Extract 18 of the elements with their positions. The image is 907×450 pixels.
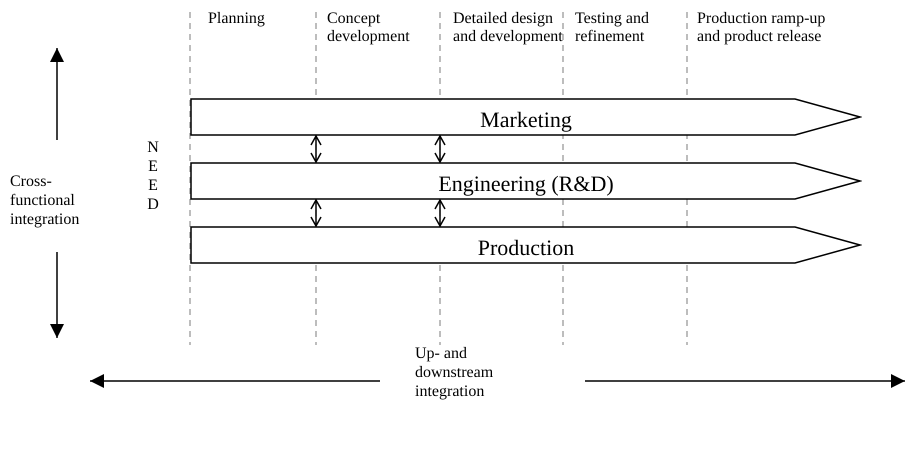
double-arrow <box>434 199 446 227</box>
phase-label: Detailed design and development <box>453 10 563 46</box>
arrow-band <box>190 98 862 136</box>
double-arrow <box>310 135 322 163</box>
double-arrow <box>434 135 446 163</box>
axis-label: Up- and downstream integration <box>415 344 494 401</box>
phase-label: Concept development <box>327 10 411 46</box>
phase-label: Planning <box>208 10 266 28</box>
arrow-band <box>190 226 862 264</box>
double-arrow <box>310 199 322 227</box>
phase-label: Testing and refinement <box>575 10 650 46</box>
band-label: Production <box>476 236 576 260</box>
phase-label: Production ramp-up and product release <box>697 10 826 46</box>
axis-label: Cross-functional integration <box>10 172 80 229</box>
band-label: Marketing <box>479 108 573 132</box>
vertical-label: NEED <box>147 138 159 214</box>
arrow-band <box>190 162 862 200</box>
band-label: Engineering (R&D) <box>437 172 615 196</box>
